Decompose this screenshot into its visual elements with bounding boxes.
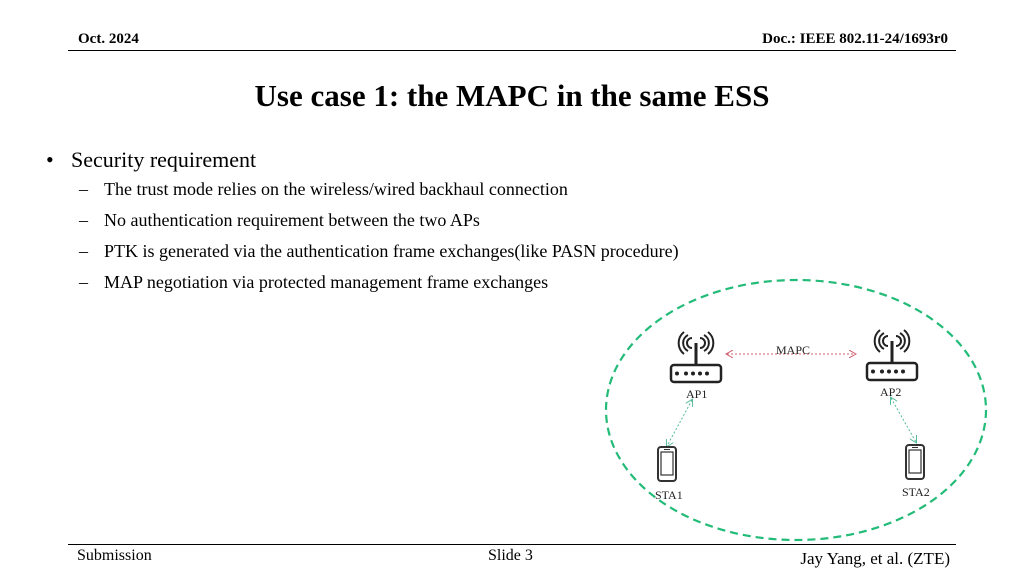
sub-bullet-text: PTK is generated via the authentication … [104,241,679,261]
dash-icon: – [79,179,88,199]
mapc-label: MAPC [776,343,810,357]
footer-authors: Jay Yang, et al. (ZTE) [800,549,950,568]
bullet-main-text: Security requirement [71,147,257,172]
sub-bullet: – PTK is generated via the authenticatio… [46,236,946,267]
sub-bullet-text: The trust mode relies on the wireless/wi… [104,179,568,199]
bullet-list: • Security requirement – The trust mode … [46,146,946,298]
bullet-dot-icon: • [46,147,54,172]
sub-bullet-text: MAP negotiation via protected management… [104,272,549,292]
sub-bullet: – The trust mode relies on the wireless/… [46,174,946,205]
header-doc-number: Doc.: IEEE 802.11-24/1693r0 [762,31,948,47]
sta2-label: STA2 [902,485,930,499]
ess-boundary [604,278,988,542]
dash-icon: – [79,241,88,261]
sub-bullet: – No authentication requirement between … [46,205,946,236]
bullet-main: • Security requirement [46,146,946,174]
sub-bullet: – MAP negotiation via protected manageme… [46,267,946,298]
dash-icon: – [79,272,88,292]
footer-slide-number: Slide 3 [488,547,533,564]
header-divider [68,50,956,51]
sta2-phone-icon [905,444,925,480]
sub-bullet-text: No authentication requirement between th… [104,210,480,230]
dash-icon: – [79,210,88,230]
ap2-sta2-link [891,398,916,442]
ap1-sta1-link [667,400,692,446]
header-date: Oct. 2024 [78,31,139,47]
ap2-label: AP2 [880,385,901,399]
ap1-router-icon [669,330,723,384]
footer-submission: Submission [77,547,152,564]
ap2-router-icon [865,328,919,382]
ap1-label: AP1 [686,387,707,401]
sta1-label: STA1 [655,488,683,502]
sta1-phone-icon [657,446,677,482]
slide-title: Use case 1: the MAPC in the same ESS [254,78,770,113]
footer-divider [68,544,956,545]
